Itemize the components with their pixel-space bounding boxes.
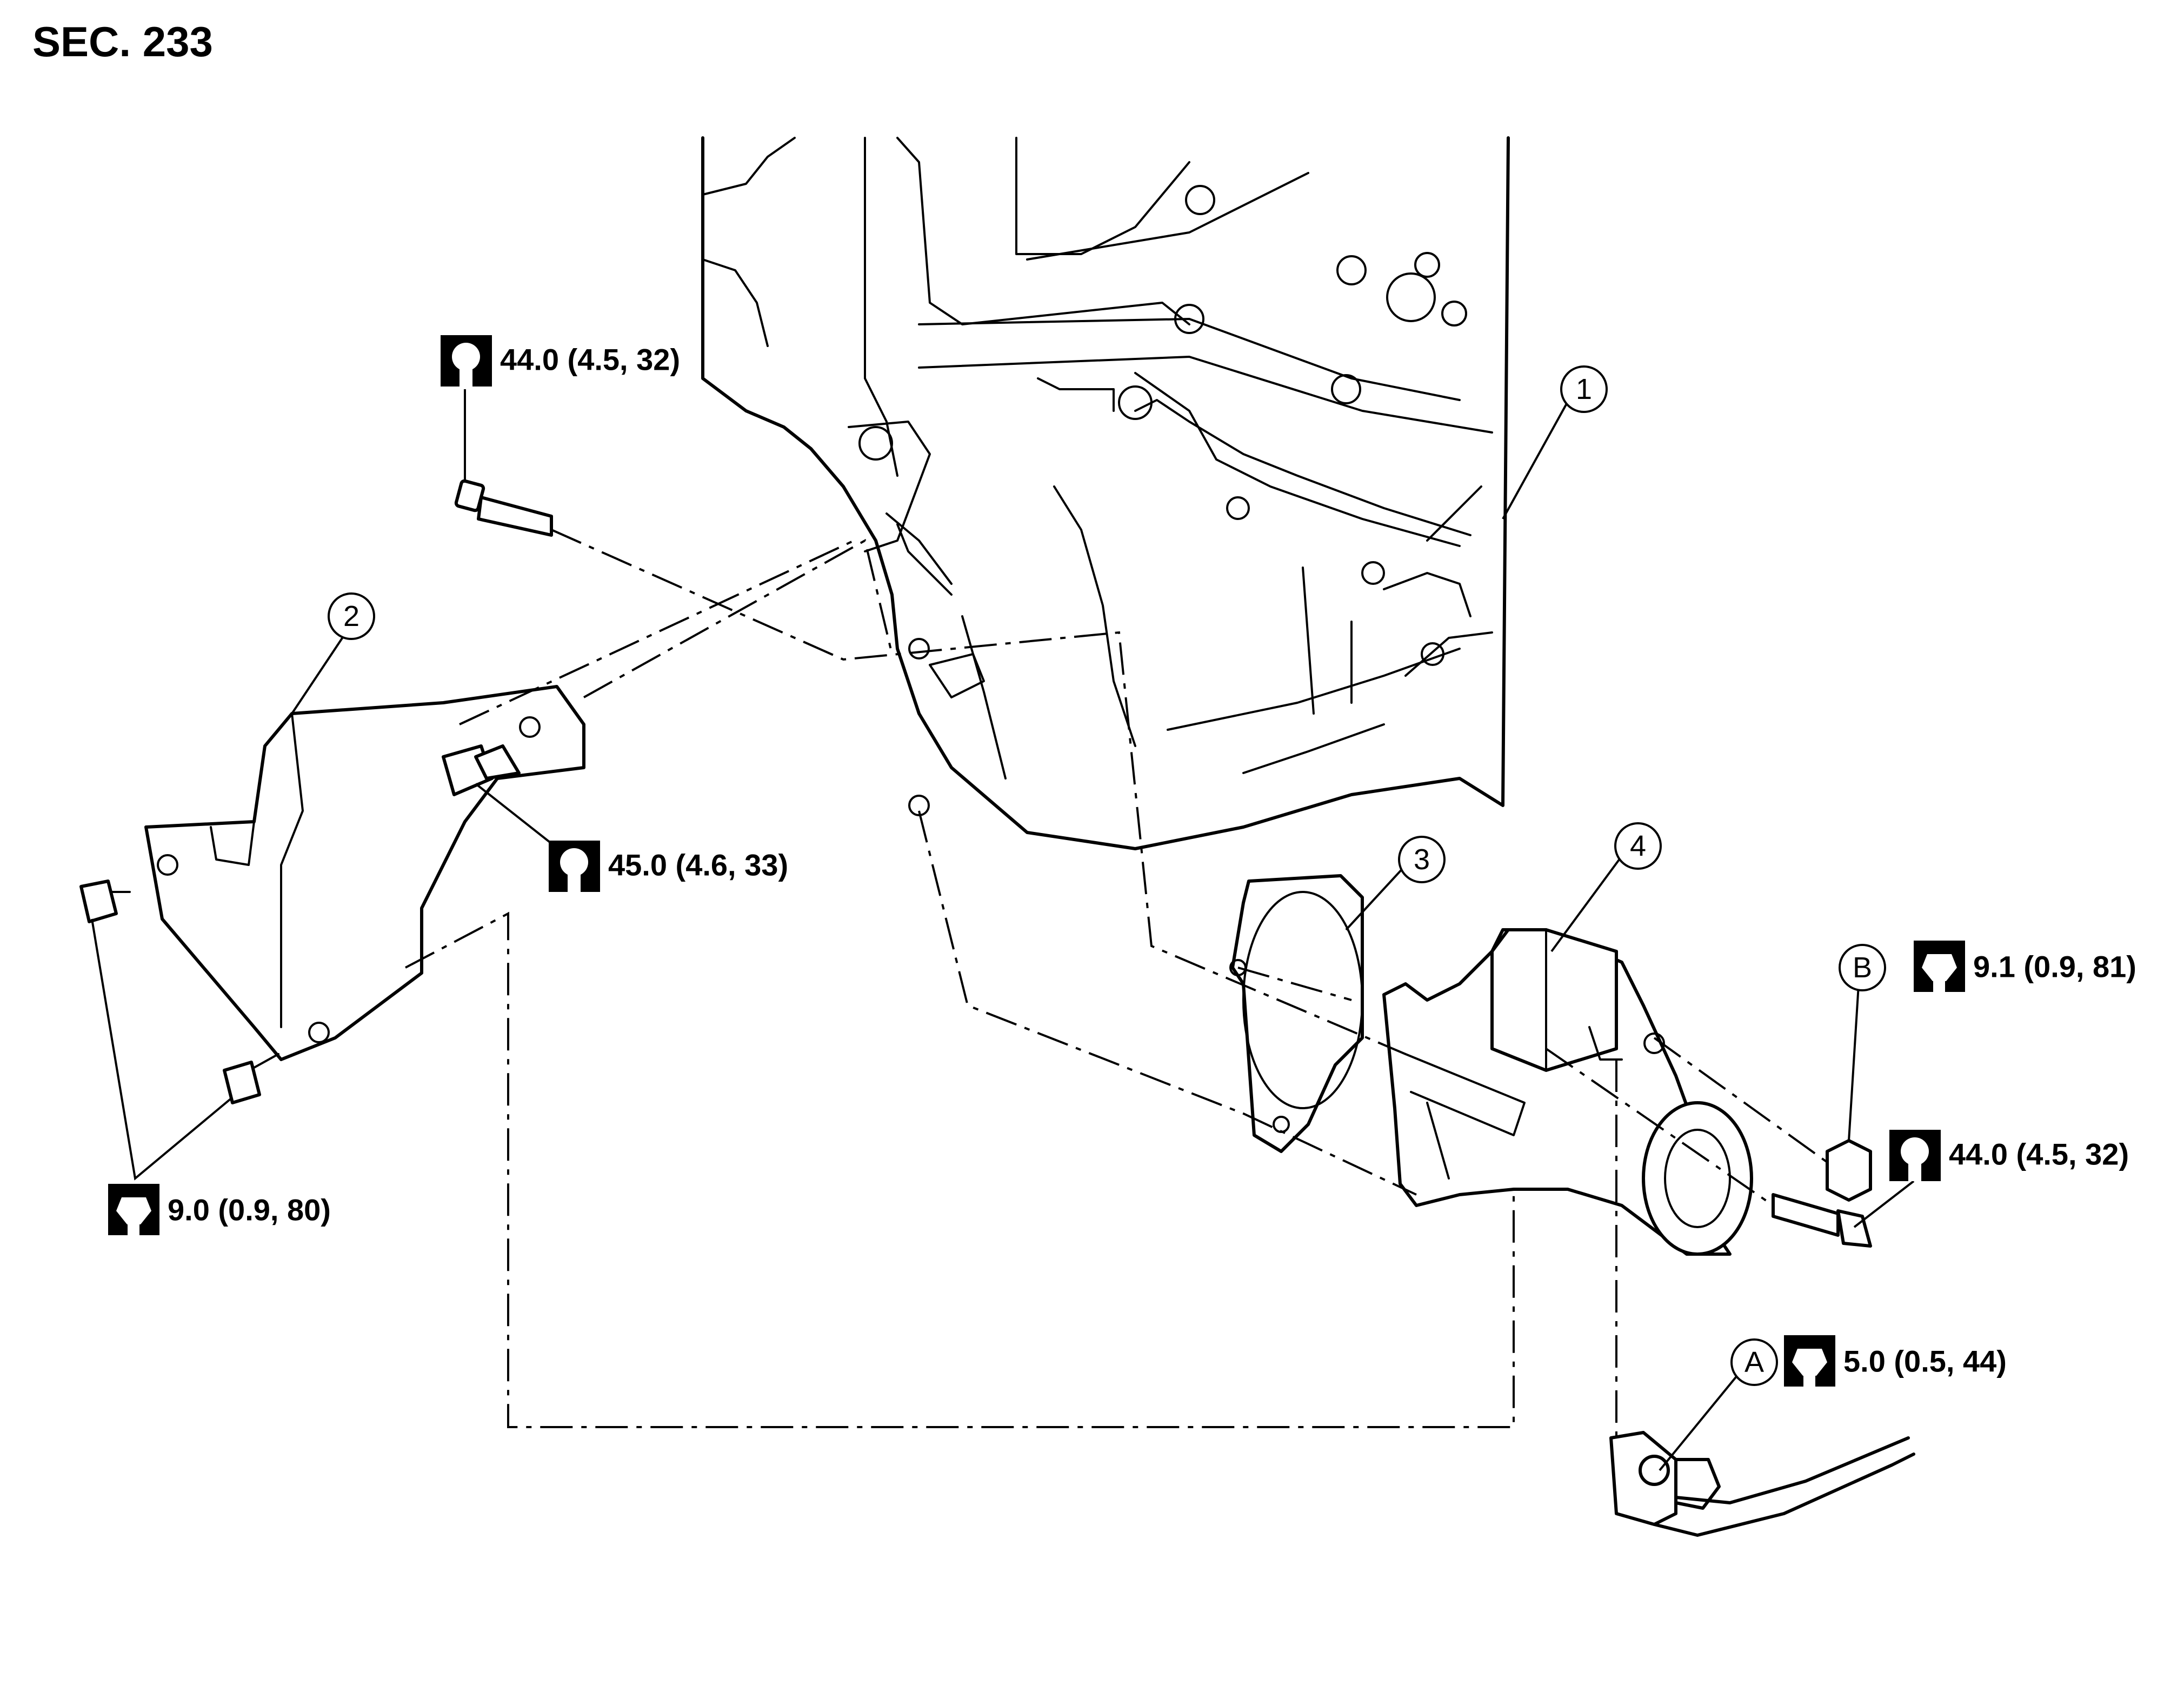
torque-top-bolt: 44.0 (4.5, 32) [441,335,680,387]
svg-text:9.1 (0.9, 81): 9.1 (0.9, 81) [1973,950,2136,984]
svg-text:B: B [1853,951,1872,984]
svg-text:2: 2 [343,600,359,632]
torque-terminal-a: 5.0 (0.5, 44) [1784,1335,2007,1387]
bolt-top [454,479,553,537]
callout-a: A [1730,1338,1778,1386]
svg-text:44.0 (4.5, 32): 44.0 (4.5, 32) [500,343,680,377]
heat-shield [144,685,585,1061]
section-label: SEC. 233 [32,18,213,65]
bolt-starter [1772,1193,1872,1248]
torque-nut-b: 9.1 (0.9, 81) [1914,941,2136,992]
nut-b [1826,1139,1872,1202]
bolt-small-upper [79,880,131,923]
svg-text:4: 4 [1630,830,1646,862]
svg-text:3: 3 [1414,843,1430,876]
svg-text:1: 1 [1576,373,1592,405]
torque-starter-bolt: 44.0 (4.5, 32) [1889,1130,2129,1181]
starter-motor [1382,928,1753,1256]
plate [1229,874,1364,1153]
callout-b: B [1839,944,1886,991]
bolt-small-lower [223,1053,279,1104]
callout-3: 3 [1398,836,1446,883]
battery-cable-terminal [1609,1431,1915,1537]
callout-1: 1 [1560,365,1608,413]
torque-small-bolts: 9.0 (0.9, 80) [108,1184,331,1235]
bolt-bracket [442,744,521,796]
svg-text:44.0 (4.5, 32): 44.0 (4.5, 32) [1949,1137,2129,1171]
torque-bracket-bolt: 45.0 (4.6, 33) [549,841,788,892]
svg-text:9.0 (0.9, 80): 9.0 (0.9, 80) [168,1193,331,1227]
callout-4: 4 [1614,822,1662,870]
callout-2: 2 [328,592,375,640]
svg-text:45.0 (4.6, 33): 45.0 (4.6, 33) [608,848,788,882]
svg-text:5.0 (0.5, 44): 5.0 (0.5, 44) [1843,1344,2007,1378]
svg-text:A: A [1744,1346,1764,1378]
engine-block [701,136,1510,850]
